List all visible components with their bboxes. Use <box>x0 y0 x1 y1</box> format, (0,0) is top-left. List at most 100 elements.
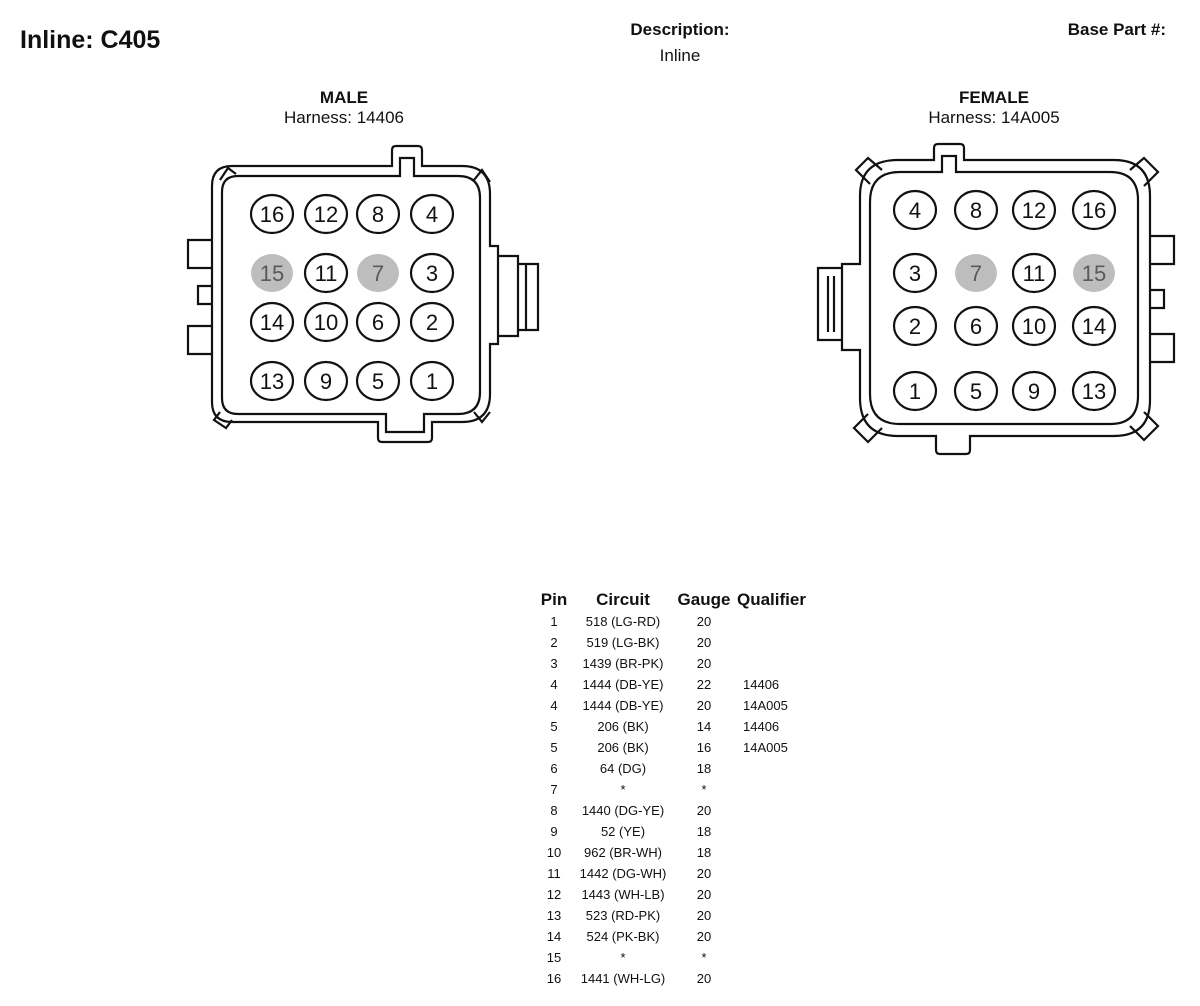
pin-7: 7 <box>357 254 399 292</box>
gauge-cell: 18 <box>696 845 712 860</box>
male-connector-body <box>186 144 540 444</box>
pin-circle <box>1011 370 1057 412</box>
pin-cell: 14 <box>546 929 562 944</box>
qualifier-cell <box>735 800 819 821</box>
table-row: 15** <box>535 947 819 968</box>
male-harness: Harness: 14406 <box>283 108 405 127</box>
pin-15: 15 <box>1073 254 1115 292</box>
pin-circle <box>1011 252 1057 294</box>
pin-label: 15 <box>260 261 284 286</box>
qualifier-cell <box>735 905 819 926</box>
qualifier-cell <box>735 947 819 968</box>
pin-circle <box>303 252 349 294</box>
qualifier-cell: 14406 <box>743 719 780 734</box>
qualifier-cell <box>735 779 819 800</box>
pin-label: 6 <box>372 310 384 335</box>
pin-label: 9 <box>320 369 332 394</box>
qualifier-cell <box>735 926 819 947</box>
pin-label: 12 <box>1022 198 1046 223</box>
pin-12: 12 <box>1011 189 1057 231</box>
pin-circle <box>357 254 399 292</box>
pin-circle <box>955 254 997 292</box>
pin-circle <box>303 301 349 343</box>
pin-label: 5 <box>372 369 384 394</box>
pin-cell: 16 <box>546 971 562 986</box>
gauge-cell: * <box>701 950 707 965</box>
pin-cell: 9 <box>550 824 558 839</box>
pin-circle <box>953 305 999 347</box>
pin-6: 6 <box>355 301 401 343</box>
male-title: MALE <box>319 88 369 107</box>
circuit-cell: 206 (BK) <box>597 740 649 755</box>
pin-circle <box>892 252 938 294</box>
circuit-cell: 52 (YE) <box>600 824 646 839</box>
pin-2: 2 <box>892 305 938 347</box>
qualifier-cell: 14A005 <box>743 740 788 755</box>
connector-title: Inline: C405 <box>20 26 161 54</box>
pin-10: 10 <box>1011 305 1057 347</box>
pin-8: 8 <box>953 189 999 231</box>
qualifier-cell <box>735 863 819 884</box>
gauge-cell: 20 <box>696 908 712 923</box>
gauge-cell: 20 <box>696 698 712 713</box>
pin-label: 10 <box>314 310 338 335</box>
pin-label: 9 <box>1028 379 1040 404</box>
pin-2: 2 <box>409 301 455 343</box>
pin-label: 1 <box>909 379 921 404</box>
pin-cell: 4 <box>550 677 558 692</box>
pin-circle <box>892 189 938 231</box>
pin-circle <box>1071 370 1117 412</box>
pin-12: 12 <box>303 193 349 235</box>
gauge-cell: 14 <box>696 719 712 734</box>
circuit-cell: 1443 (WH-LB) <box>581 887 665 902</box>
qualifier-cell <box>735 842 819 863</box>
gauge-cell: * <box>701 782 707 797</box>
pin-10: 10 <box>303 301 349 343</box>
pin-circle <box>953 370 999 412</box>
pin-label: 7 <box>372 261 384 286</box>
gauge-cell: 18 <box>696 761 712 776</box>
pin-7: 7 <box>955 254 997 292</box>
circuit-cell: 519 (LG-BK) <box>586 635 660 650</box>
pin-4: 4 <box>892 189 938 231</box>
pin-label: 6 <box>970 314 982 339</box>
pin-circle <box>355 193 401 235</box>
pin-label: 2 <box>909 314 921 339</box>
pin-cell: 1 <box>550 614 558 629</box>
qualifier-column-header: Qualifier <box>737 590 806 609</box>
pin-cell: 12 <box>546 887 562 902</box>
pin-label: 16 <box>1082 198 1106 223</box>
pin-circle <box>1011 189 1057 231</box>
pin-cell: 7 <box>550 782 558 797</box>
pin-3: 3 <box>409 252 455 294</box>
pin-11: 11 <box>1011 252 1057 294</box>
pin-9: 9 <box>1011 370 1057 412</box>
circuit-column-header: Circuit <box>596 590 650 609</box>
pin-6: 6 <box>953 305 999 347</box>
pin-16: 16 <box>249 193 295 235</box>
description-value: Inline <box>659 46 701 65</box>
circuit-cell: 1440 (DG-YE) <box>581 803 665 818</box>
pin-circle <box>1071 305 1117 347</box>
pin-1: 1 <box>409 360 455 402</box>
pin-8: 8 <box>355 193 401 235</box>
gauge-cell: 20 <box>696 971 712 986</box>
circuit-cell: 64 (DG) <box>599 761 647 776</box>
circuit-cell: 523 (RD-PK) <box>585 908 661 923</box>
pin-cell: 5 <box>550 719 558 734</box>
pin-label: 15 <box>1082 261 1106 286</box>
pin-cell: 3 <box>550 656 558 671</box>
pin-column-header: Pin <box>540 590 568 609</box>
pin-label: 10 <box>1022 314 1046 339</box>
female-connector-body <box>816 142 1176 456</box>
pin-label: 14 <box>1082 314 1106 339</box>
qualifier-cell <box>735 758 819 779</box>
